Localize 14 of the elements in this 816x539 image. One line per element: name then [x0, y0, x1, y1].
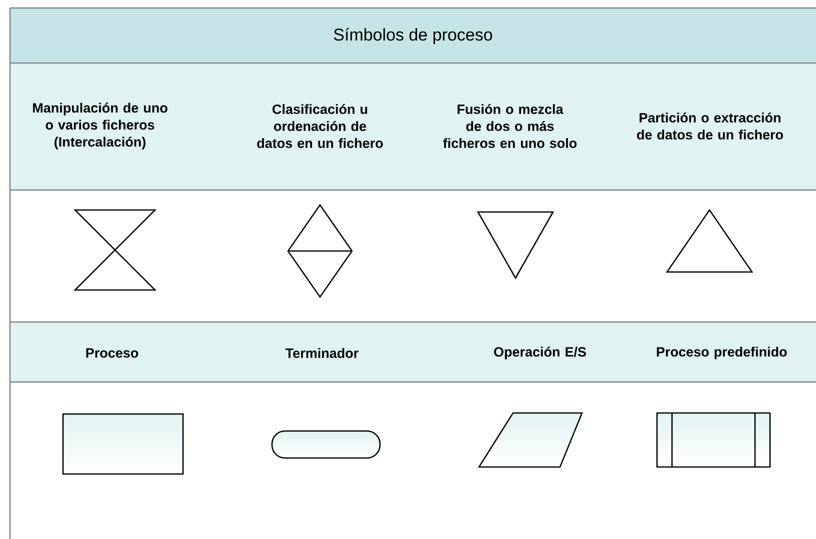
- column-heading: Proceso: [86, 348, 138, 358]
- rectangle-symbol: [62, 413, 184, 475]
- column-heading: Fusión o mezcla de dos o más ficheros en uno solo: [443, 104, 577, 148]
- column-heading: Proceso predefinido: [656, 346, 787, 360]
- column-heading: Operación E/S: [494, 346, 586, 360]
- column-heading: Terminador: [286, 348, 358, 358]
- column-heading: Clasificación u ordenación de datos en un fichero: [257, 104, 383, 148]
- column-heading: Partición o extracción de datos de un fichero: [637, 112, 783, 140]
- diamond-symbol: [287, 204, 353, 298]
- hourglass-symbol: [73, 209, 157, 291]
- column-heading: Manipulación de uno o varios ficheros (Intercalación): [33, 102, 168, 150]
- predefined-process-symbol: [656, 412, 771, 468]
- terminator-symbol: [271, 430, 381, 459]
- title: Símbolos de proceso: [334, 28, 492, 44]
